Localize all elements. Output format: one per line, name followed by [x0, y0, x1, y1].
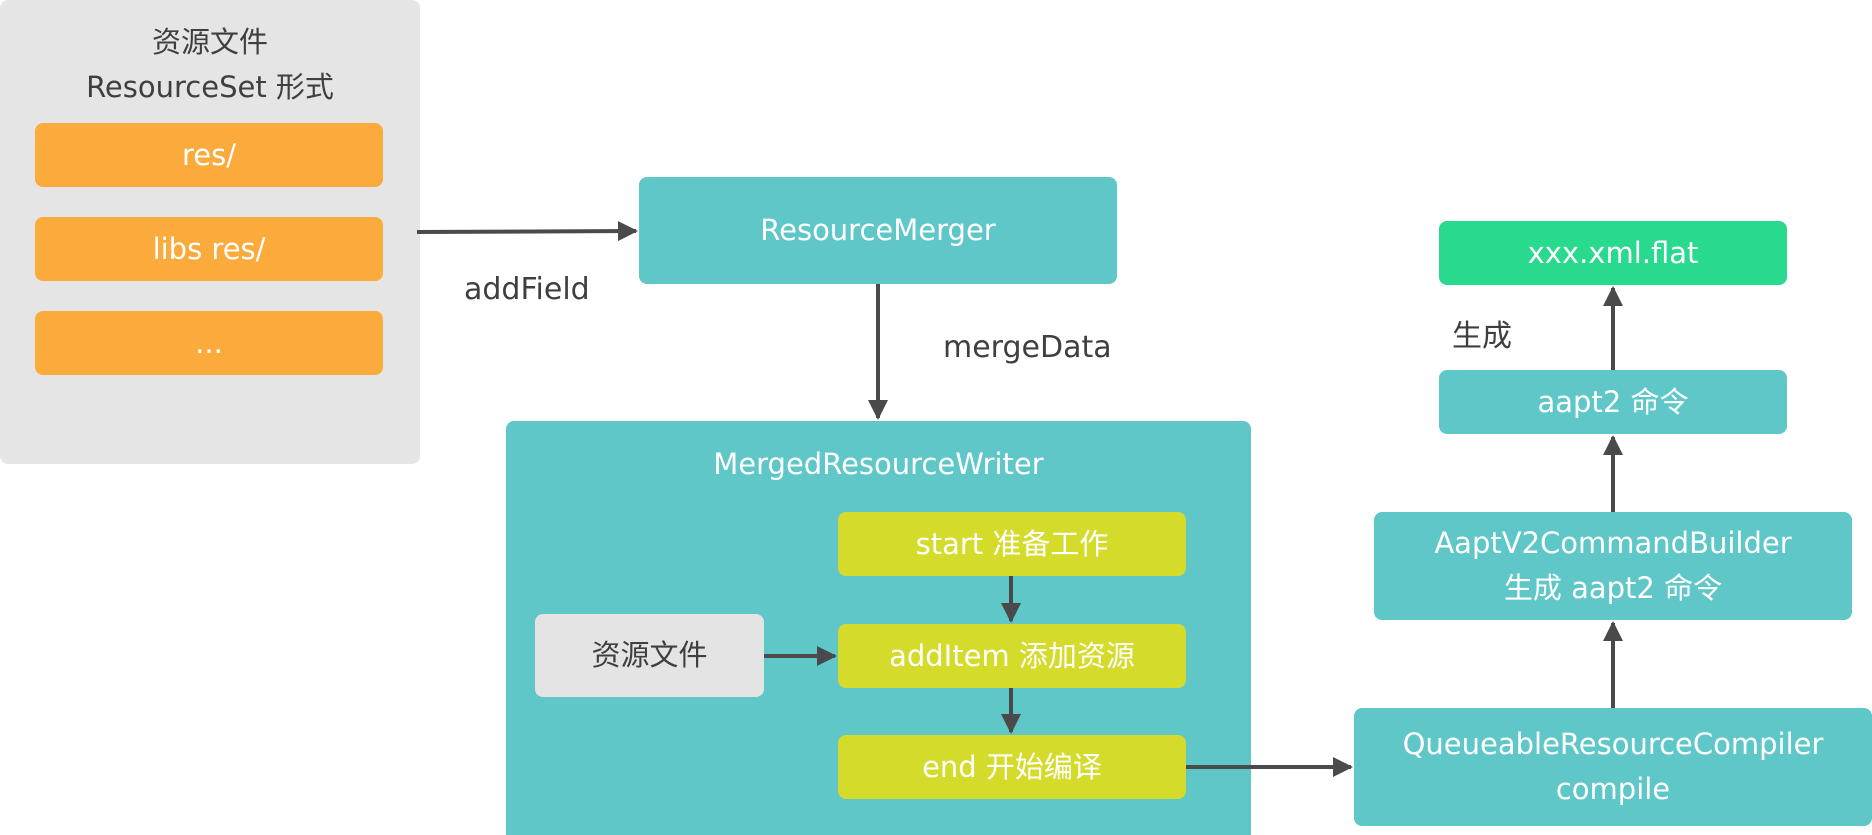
- add-field-label: addField: [464, 272, 590, 307]
- generate-label: 生成: [1452, 319, 1512, 354]
- end-step-box: end 开始编译: [838, 735, 1186, 799]
- aapt-v2-command-builder-line2: 生成 aapt2 命令: [1503, 571, 1723, 605]
- more-folders-box: ...: [35, 311, 383, 375]
- resource-set-title-line1: 资源文件: [151, 25, 268, 59]
- queueable-resource-compiler-line1: QueueableResourceCompiler: [1402, 727, 1824, 761]
- queueable-resource-compiler-box: QueueableResourceCompiler compile: [1354, 708, 1872, 826]
- add-item-step-label: addItem 添加资源: [889, 638, 1135, 673]
- resource-file-label: 资源文件: [591, 638, 708, 672]
- resource-file-box: 资源文件: [535, 614, 764, 697]
- resource-set-title-line2: ResourceSet 形式: [86, 70, 334, 104]
- more-folders-label: ...: [195, 325, 223, 360]
- merged-resource-writer-title: MergedResourceWriter: [713, 447, 1044, 481]
- queueable-resource-compiler-line2: compile: [1555, 772, 1671, 806]
- aapt-v2-command-builder-line1: AaptV2CommandBuilder: [1434, 526, 1792, 560]
- start-step-box: start 准备工作: [838, 512, 1186, 576]
- add-item-step-box: addItem 添加资源: [838, 624, 1186, 688]
- merge-data-label: mergeData: [943, 330, 1112, 365]
- start-step-label: start 准备工作: [915, 526, 1109, 561]
- end-step-label: end 开始编译: [922, 749, 1102, 784]
- xml-flat-output-label: xxx.xml.flat: [1527, 235, 1699, 270]
- aapt-v2-command-builder-box: AaptV2CommandBuilder 生成 aapt2 命令: [1374, 512, 1852, 620]
- resource-merger-box: ResourceMerger: [639, 177, 1117, 284]
- res-folder-box: res/: [35, 123, 383, 187]
- aapt2-command-box: aapt2 命令: [1439, 370, 1787, 434]
- libs-res-folder-box: libs res/: [35, 217, 383, 281]
- resource-merger-label: ResourceMerger: [760, 213, 996, 247]
- res-folder-label: res/: [181, 137, 236, 172]
- xml-flat-output-box: xxx.xml.flat: [1439, 221, 1787, 285]
- aapt2-command-label: aapt2 命令: [1537, 384, 1689, 419]
- arrow-panel-to-merger: [416, 221, 638, 242]
- libs-res-folder-label: libs res/: [152, 231, 266, 266]
